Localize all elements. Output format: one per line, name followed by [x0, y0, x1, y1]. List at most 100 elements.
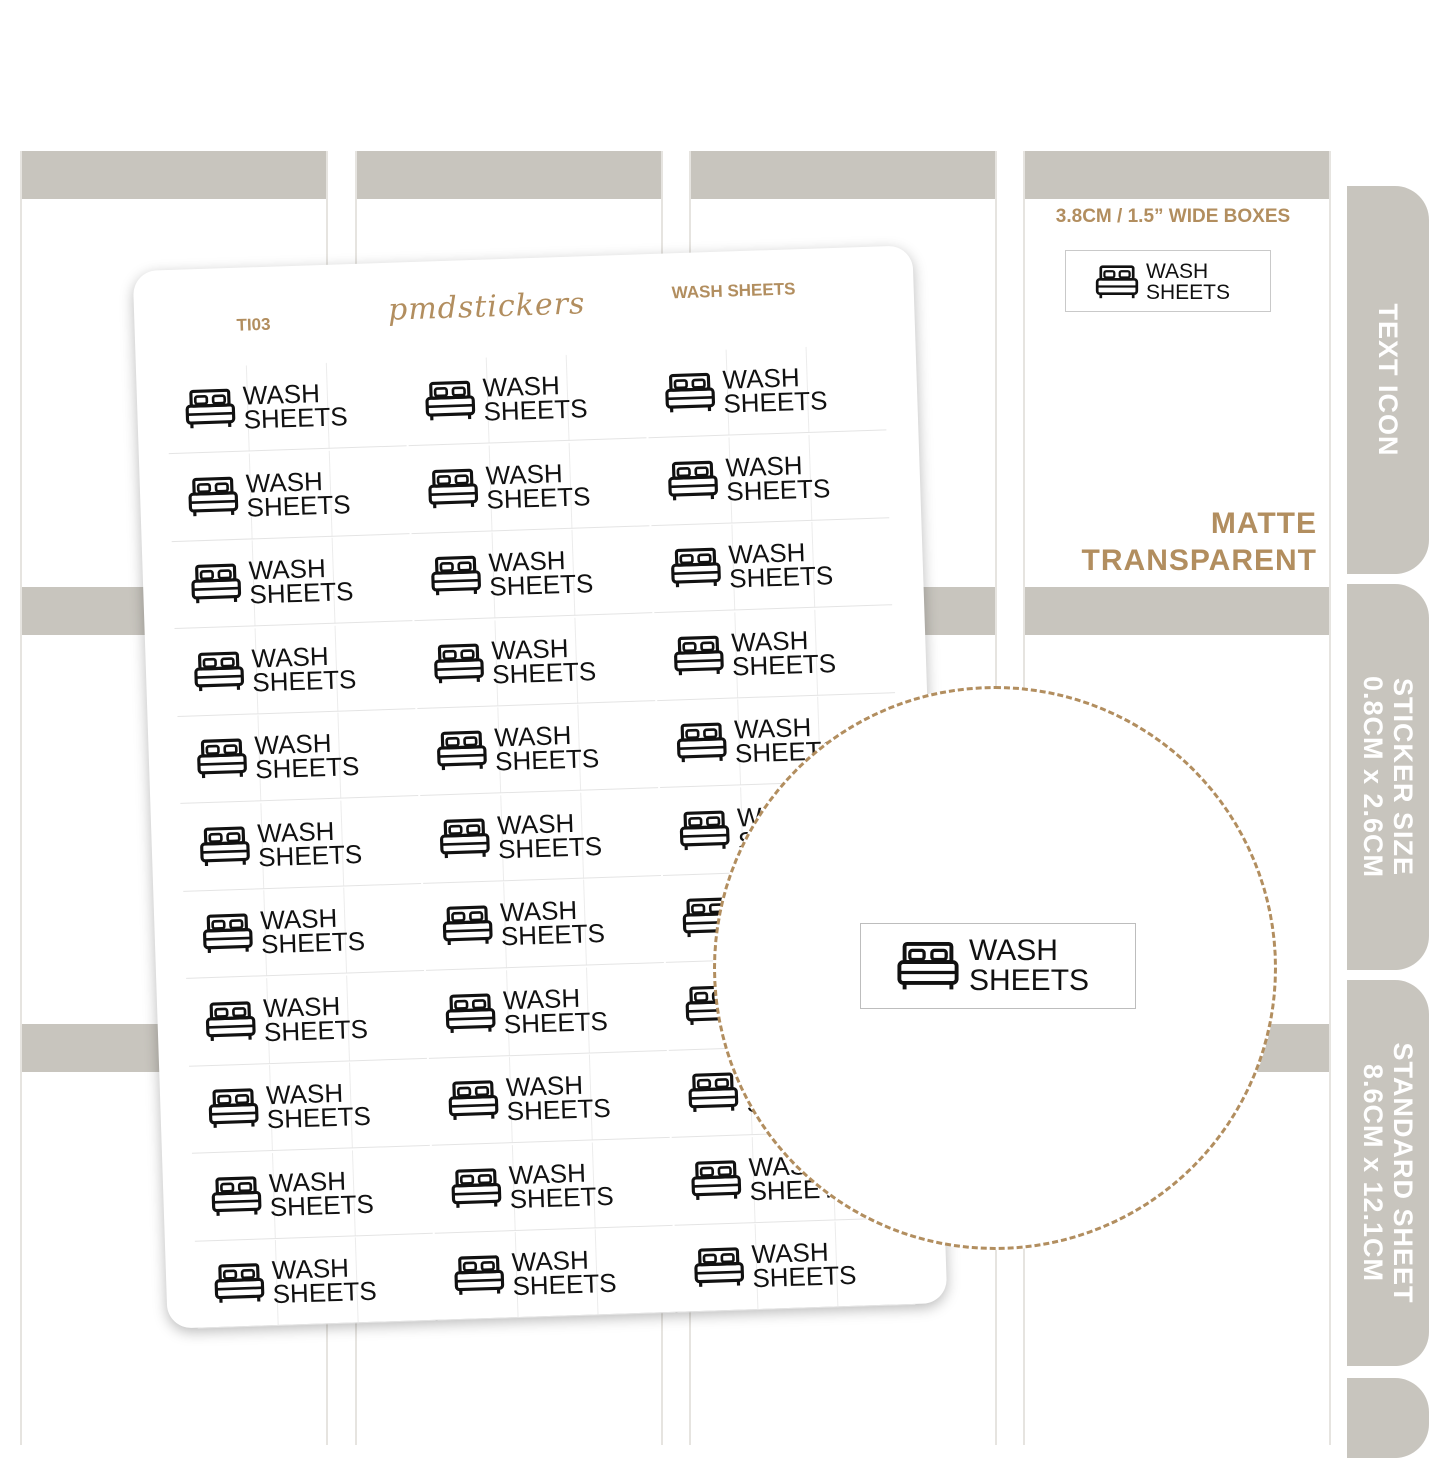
bed-icon — [691, 1245, 746, 1289]
bed-icon — [206, 1086, 261, 1130]
sheet-code: TI03 — [236, 315, 271, 336]
bed-icon — [431, 641, 486, 685]
sticker-label: WASH SHEETS — [1146, 261, 1230, 303]
bed-icon — [668, 546, 723, 590]
bed-icon — [674, 721, 729, 765]
bed-icon — [434, 729, 489, 773]
planner-column-header — [357, 151, 661, 199]
bed-icon — [449, 1166, 504, 1210]
tab-sticker-size: STICKER SIZE 0.8CM x 2.6CM — [1347, 584, 1429, 970]
brand-logo: pmdstickers — [388, 286, 586, 328]
planner-column-header — [22, 151, 326, 199]
bed-icon — [200, 912, 255, 956]
sheet-name: WASH SHEETS — [671, 279, 795, 303]
planner-column-header — [691, 151, 995, 199]
bed-icon — [185, 474, 240, 518]
tab-sticker-size-text: STICKER SIZE 0.8CM x 2.6CM — [1358, 676, 1418, 878]
standard-sheet-label: STANDARD SHEET — [1388, 1042, 1418, 1303]
bed-icon — [191, 649, 246, 693]
box-width-note: 3.8CM / 1.5” WIDE BOXES — [1028, 206, 1318, 228]
finish-label: MATTE TRANSPARENT — [1082, 505, 1317, 579]
sticker-size-value: 0.8CM x 2.6CM — [1358, 676, 1388, 878]
bed-icon — [209, 1174, 264, 1218]
bed-icon — [212, 1261, 267, 1305]
bed-icon — [686, 1071, 741, 1115]
bed-icon — [194, 737, 249, 781]
bed-icon — [665, 458, 720, 502]
bed-icon — [451, 1253, 506, 1297]
bed-icon — [688, 1158, 743, 1202]
bed-icon — [662, 371, 717, 415]
bed-icon — [203, 999, 258, 1043]
bed-icon — [895, 940, 961, 992]
bed-icon — [183, 387, 238, 431]
bed-icon — [197, 824, 252, 868]
bed-icon — [671, 633, 726, 677]
zoomed-sticker: WASH SHEETS — [860, 923, 1136, 1009]
bed-icon — [425, 466, 480, 510]
bed-icon — [677, 808, 732, 852]
bed-icon — [446, 1078, 501, 1122]
